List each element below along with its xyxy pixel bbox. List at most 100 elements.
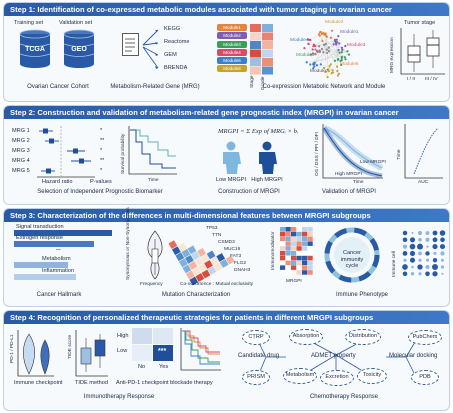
admet-item: Metabolism	[285, 372, 315, 378]
high-label: High	[117, 333, 129, 339]
document-icon	[122, 33, 139, 56]
immune-cell-dot	[410, 272, 415, 276]
immunomodulator-label: Immunomodulator	[271, 231, 276, 270]
network-node	[331, 69, 334, 72]
mrg-label: MRG 3	[12, 148, 30, 154]
cooccurrence-matrix	[168, 240, 235, 286]
immune-cell-dot	[425, 271, 430, 277]
cooccurrence-cell	[201, 269, 211, 279]
immunomodulator-cell	[285, 255, 291, 261]
immunomodulator-cell	[296, 227, 302, 232]
mutation-ylabel: Synonymous or Non-Synonymous	[126, 207, 131, 280]
stage-axis-label: Stage	[250, 75, 255, 88]
db-reactome: Reactome	[164, 39, 190, 45]
network-module-label: Module5	[296, 53, 315, 58]
network-node	[329, 63, 332, 66]
cooccurrence-cell	[185, 270, 195, 280]
immune-cell-dot	[402, 264, 408, 270]
validation-time-label: Time	[353, 180, 364, 185]
network-node	[344, 57, 347, 61]
network-node	[309, 53, 313, 56]
network-node	[322, 31, 325, 34]
candidate-drug-label: Candidate drug	[238, 353, 280, 359]
immunomodulator-cell	[296, 270, 302, 275]
immunomodulator-cell	[307, 236, 313, 242]
boxplot-group: I / II	[407, 77, 415, 82]
cooccurrence-cell	[219, 259, 229, 268]
construction-caption: Construction of MRGPI	[218, 189, 280, 195]
admet-item: Toxicity	[362, 372, 382, 378]
anti-pd1-label: Anti-PD-1 checkpoint blockade therapy	[116, 380, 213, 386]
db-gem: GEM	[164, 52, 177, 58]
network-edge	[320, 36, 328, 65]
module-chip: Module4	[217, 48, 247, 56]
network-module-label: Module7	[310, 69, 329, 74]
immune-cell-dot	[402, 251, 408, 256]
immune-cell-dot	[440, 237, 445, 243]
immune-checkpoint-label: Immune checkpoint	[14, 380, 63, 386]
tumor-stage-title: Tumor stage	[404, 20, 436, 26]
chemo-caption: Chemotherapy Response	[309, 394, 379, 400]
frequency-label: Frequency	[140, 282, 163, 287]
gene-label: FLG2	[234, 261, 246, 266]
cooccurrence-cell	[210, 256, 219, 266]
network-node	[305, 61, 308, 64]
immunomodulator-cell	[302, 251, 308, 256]
prism-label: PRISM	[247, 374, 265, 380]
yes-label: Yes	[159, 364, 169, 370]
pubchem-node	[408, 330, 442, 345]
network-node	[311, 52, 315, 55]
step4-title: Step 4: Recognition of personalized ther…	[4, 311, 449, 324]
network-node	[306, 38, 309, 41]
immune-cell-dot	[439, 230, 446, 236]
hallmark-bar	[14, 241, 94, 247]
pdb-label: PDB	[419, 374, 431, 380]
network-node	[340, 46, 344, 49]
immunomodulator-cell	[307, 227, 313, 232]
network-node	[327, 70, 330, 73]
tide-method-label: TIDE method	[75, 380, 108, 386]
network-node	[314, 48, 317, 51]
cooccurrence-cell	[200, 254, 210, 263]
step1-panel: Step 1: Identification of co-expressed m…	[3, 2, 450, 102]
mrg-caption: Metabolism-Related Gene (MRG)	[110, 84, 200, 90]
hallmark-bar	[14, 274, 76, 280]
tide-boxplot	[75, 330, 108, 377]
cooccurrence-cell	[191, 251, 200, 261]
immune-cell-dot	[432, 258, 438, 263]
ctrp-node	[242, 330, 270, 345]
network-node	[312, 63, 315, 66]
network-edge	[307, 39, 314, 54]
database-arrows	[142, 29, 159, 69]
selection-caption: Selection of Independent Prognostic Biom…	[37, 189, 163, 195]
mrg-label: MRG 4	[12, 158, 30, 164]
immunomodulator-cell	[296, 246, 302, 251]
immune-cell-dot	[440, 265, 445, 269]
immune-cell-dot	[409, 250, 416, 256]
cooccurrence-cell	[213, 262, 223, 272]
immunomodulator-cell	[307, 260, 313, 266]
network-node	[320, 32, 323, 36]
significance-stars: ***	[158, 348, 167, 355]
network-edge	[328, 57, 342, 72]
pvalue-mark: *	[100, 128, 103, 134]
network-node	[335, 43, 338, 46]
immune-cell-dot	[440, 251, 445, 256]
network-node	[335, 38, 338, 41]
gene-label: CSMD3	[218, 240, 235, 245]
immunomodulator-cell	[280, 265, 286, 270]
cooccurrence-cell	[185, 254, 194, 264]
network-node	[327, 46, 330, 49]
distribution-node	[345, 329, 381, 345]
validation-set-label: Validation set	[59, 20, 93, 26]
network-module-label: Module2	[325, 20, 344, 25]
pubchem-label: PubChem	[412, 334, 438, 340]
step3-panel: Step 3: Characterization of the differen…	[3, 207, 450, 307]
step3-title: Step 3: Characterization of the differen…	[4, 209, 449, 222]
admet-item: Excretion	[325, 374, 349, 380]
immunomodulator-cell	[307, 251, 313, 256]
immunomodulator-cell	[291, 241, 297, 246]
cooccurrence-cell	[195, 273, 205, 282]
network-node	[314, 45, 317, 48]
network-node	[321, 39, 324, 42]
